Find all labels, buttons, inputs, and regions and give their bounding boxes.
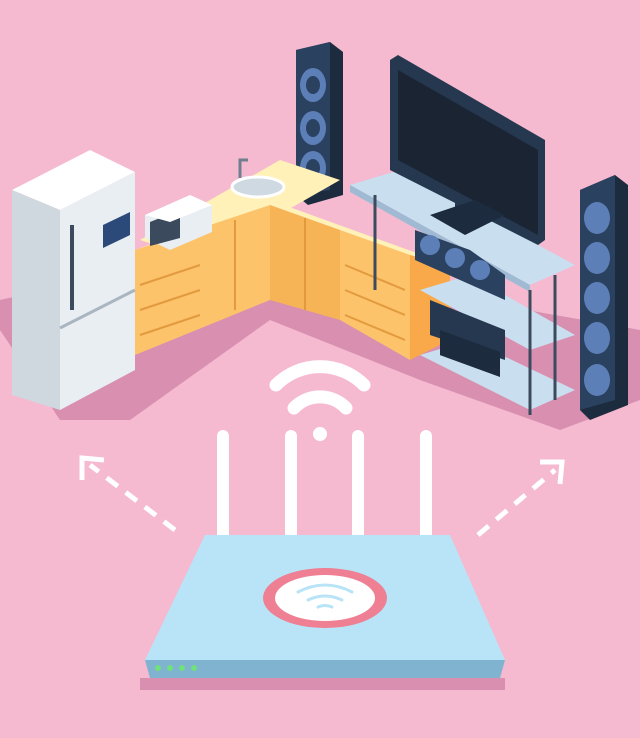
signal-arrows: [79, 455, 565, 537]
router-icon: [140, 430, 505, 690]
microwave-icon: [145, 195, 212, 250]
tv-icon: [390, 55, 545, 245]
fridge-icon: [12, 150, 136, 410]
wifi-icon: [269, 360, 371, 441]
antennas: [217, 430, 432, 540]
sink-icon: [230, 175, 286, 199]
speaker-icon: [296, 42, 343, 205]
speaker-icon-right: [580, 175, 628, 420]
status-leds: [155, 665, 197, 671]
